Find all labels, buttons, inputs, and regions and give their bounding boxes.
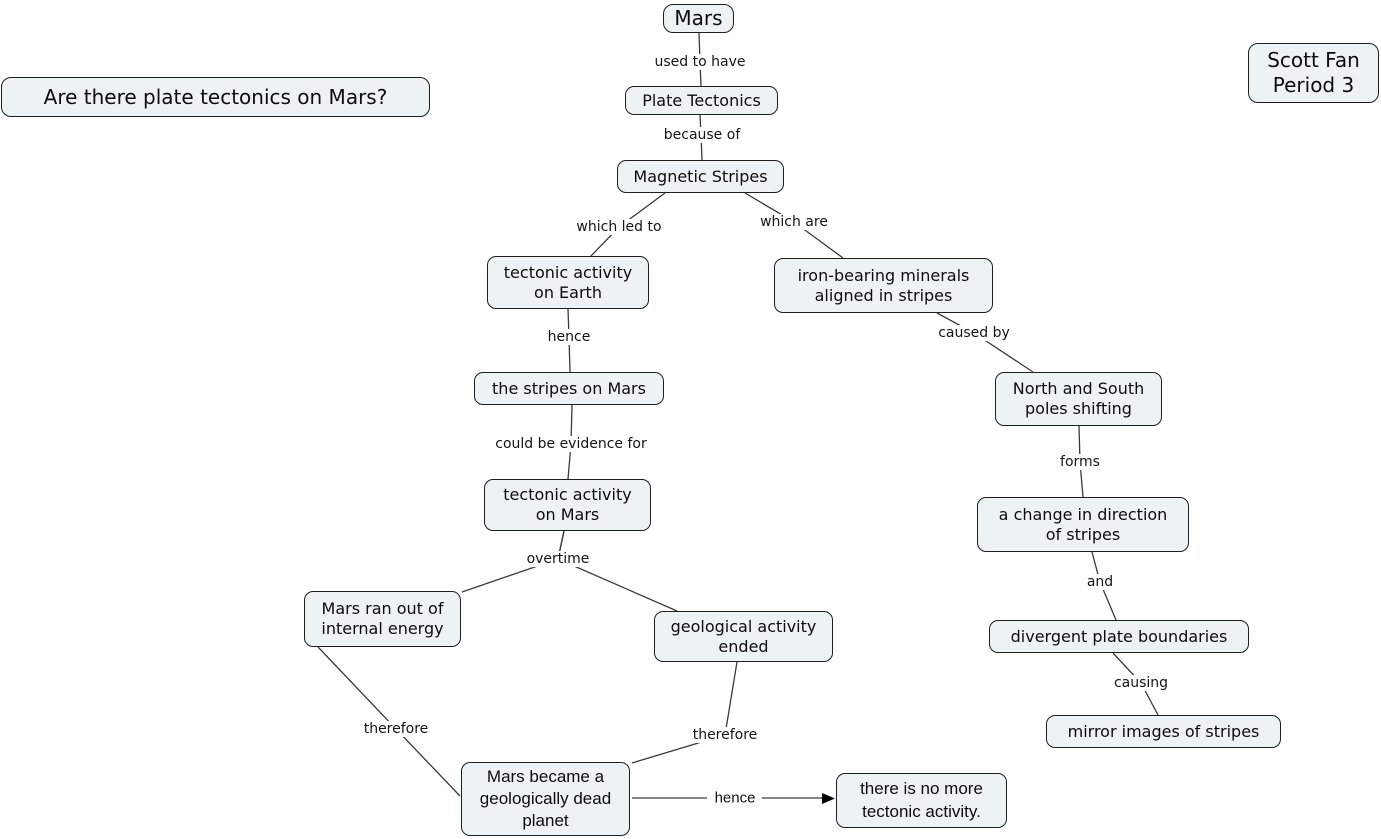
link-label-because-of[interactable]: because of bbox=[659, 127, 745, 143]
node-plate-tectonics[interactable]: Plate Tectonics bbox=[625, 86, 778, 115]
node-question[interactable]: Are there plate tectonics on Mars? bbox=[1, 77, 430, 117]
node-tectonic-activity-earth[interactable]: tectonic activity on Earth bbox=[487, 256, 649, 309]
node-ran-out-of-energy[interactable]: Mars ran out of internal energy bbox=[304, 591, 461, 647]
link-label-which-are[interactable]: which are bbox=[756, 214, 832, 230]
link-label-could-be-evidence[interactable]: could be evidence for bbox=[491, 436, 651, 452]
node-change-in-direction[interactable]: a change in direction of stripes bbox=[977, 497, 1189, 552]
node-iron-bearing-minerals[interactable]: iron-bearing minerals aligned in stripes bbox=[774, 258, 993, 313]
link-label-therefore-left[interactable]: therefore bbox=[359, 721, 433, 737]
node-tectonic-activity-mars[interactable]: tectonic activity on Mars bbox=[484, 479, 651, 531]
node-stripes-on-mars[interactable]: the stripes on Mars bbox=[474, 372, 664, 405]
link-label-hence-1[interactable]: hence bbox=[543, 329, 595, 345]
node-mirror-images[interactable]: mirror images of stripes bbox=[1046, 715, 1281, 748]
link-label-and[interactable]: and bbox=[1082, 574, 1118, 590]
link-label-overtime[interactable]: overtime bbox=[522, 551, 594, 567]
link-label-which-led-to[interactable]: which led to bbox=[572, 219, 666, 235]
link-label-causing[interactable]: causing bbox=[1109, 675, 1173, 691]
node-geological-activity-ended[interactable]: geological activity ended bbox=[654, 611, 833, 662]
edge-geoended-deadplanet bbox=[631, 661, 738, 764]
node-no-more-tectonic-activity[interactable]: there is no more tectonic activity. bbox=[836, 773, 1007, 828]
node-author[interactable]: Scott Fan Period 3 bbox=[1248, 43, 1379, 103]
arrowhead-icon bbox=[822, 793, 835, 804]
edge-tectonicmars-geoended bbox=[557, 530, 678, 612]
edge-ironminerals-polesshifting bbox=[936, 312, 1034, 373]
node-poles-shifting[interactable]: North and South poles shifting bbox=[995, 372, 1162, 426]
node-geologically-dead-planet[interactable]: Mars became a geologically dead planet bbox=[461, 762, 630, 836]
link-label-caused-by[interactable]: caused by bbox=[934, 325, 1014, 341]
link-label-hence-2[interactable]: hence bbox=[710, 789, 760, 807]
node-divergent-plate-boundaries[interactable]: divergent plate boundaries bbox=[989, 620, 1249, 653]
link-label-used-to-have[interactable]: used to have bbox=[650, 54, 750, 70]
link-label-therefore-right[interactable]: therefore bbox=[688, 727, 762, 743]
node-magnetic-stripes[interactable]: Magnetic Stripes bbox=[617, 160, 784, 193]
node-mars[interactable]: Mars bbox=[663, 4, 734, 33]
link-label-forms[interactable]: forms bbox=[1056, 454, 1104, 470]
